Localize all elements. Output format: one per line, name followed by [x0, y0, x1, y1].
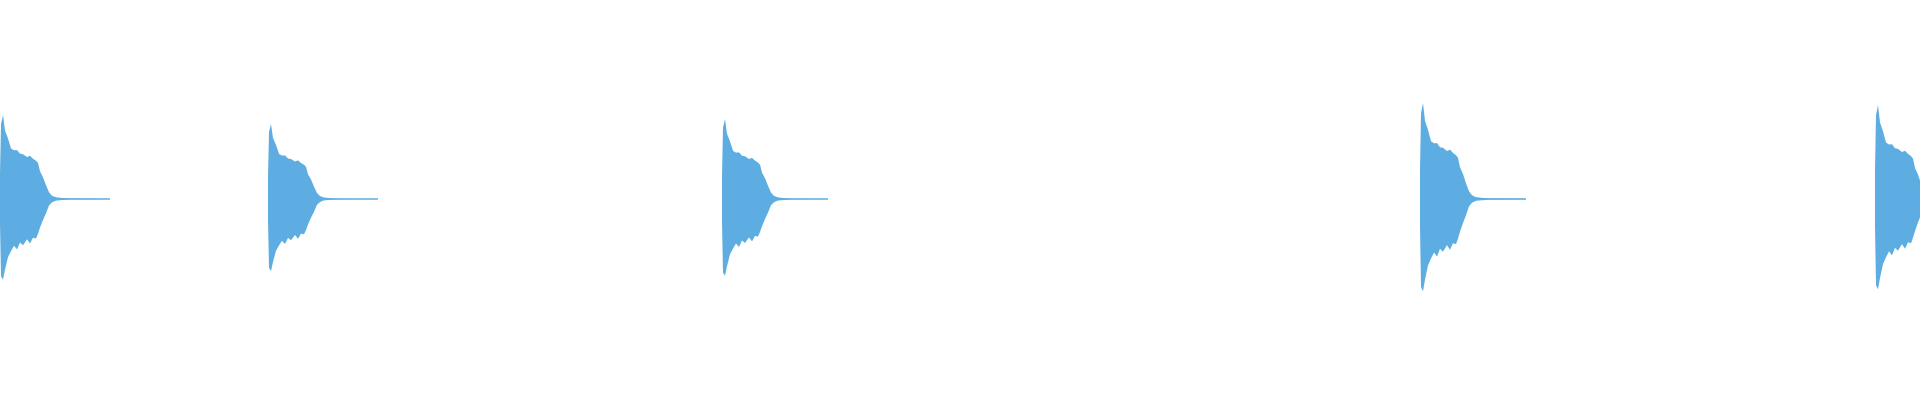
waveform-transient-3[interactable] — [722, 119, 828, 276]
waveform-track[interactable] — [0, 103, 1920, 292]
waveform-transient-1[interactable] — [0, 115, 110, 280]
waveform-transient-4[interactable] — [1420, 103, 1526, 292]
waveform-transient-2[interactable] — [268, 124, 378, 271]
waveform-transient-5[interactable] — [1875, 105, 1920, 290]
